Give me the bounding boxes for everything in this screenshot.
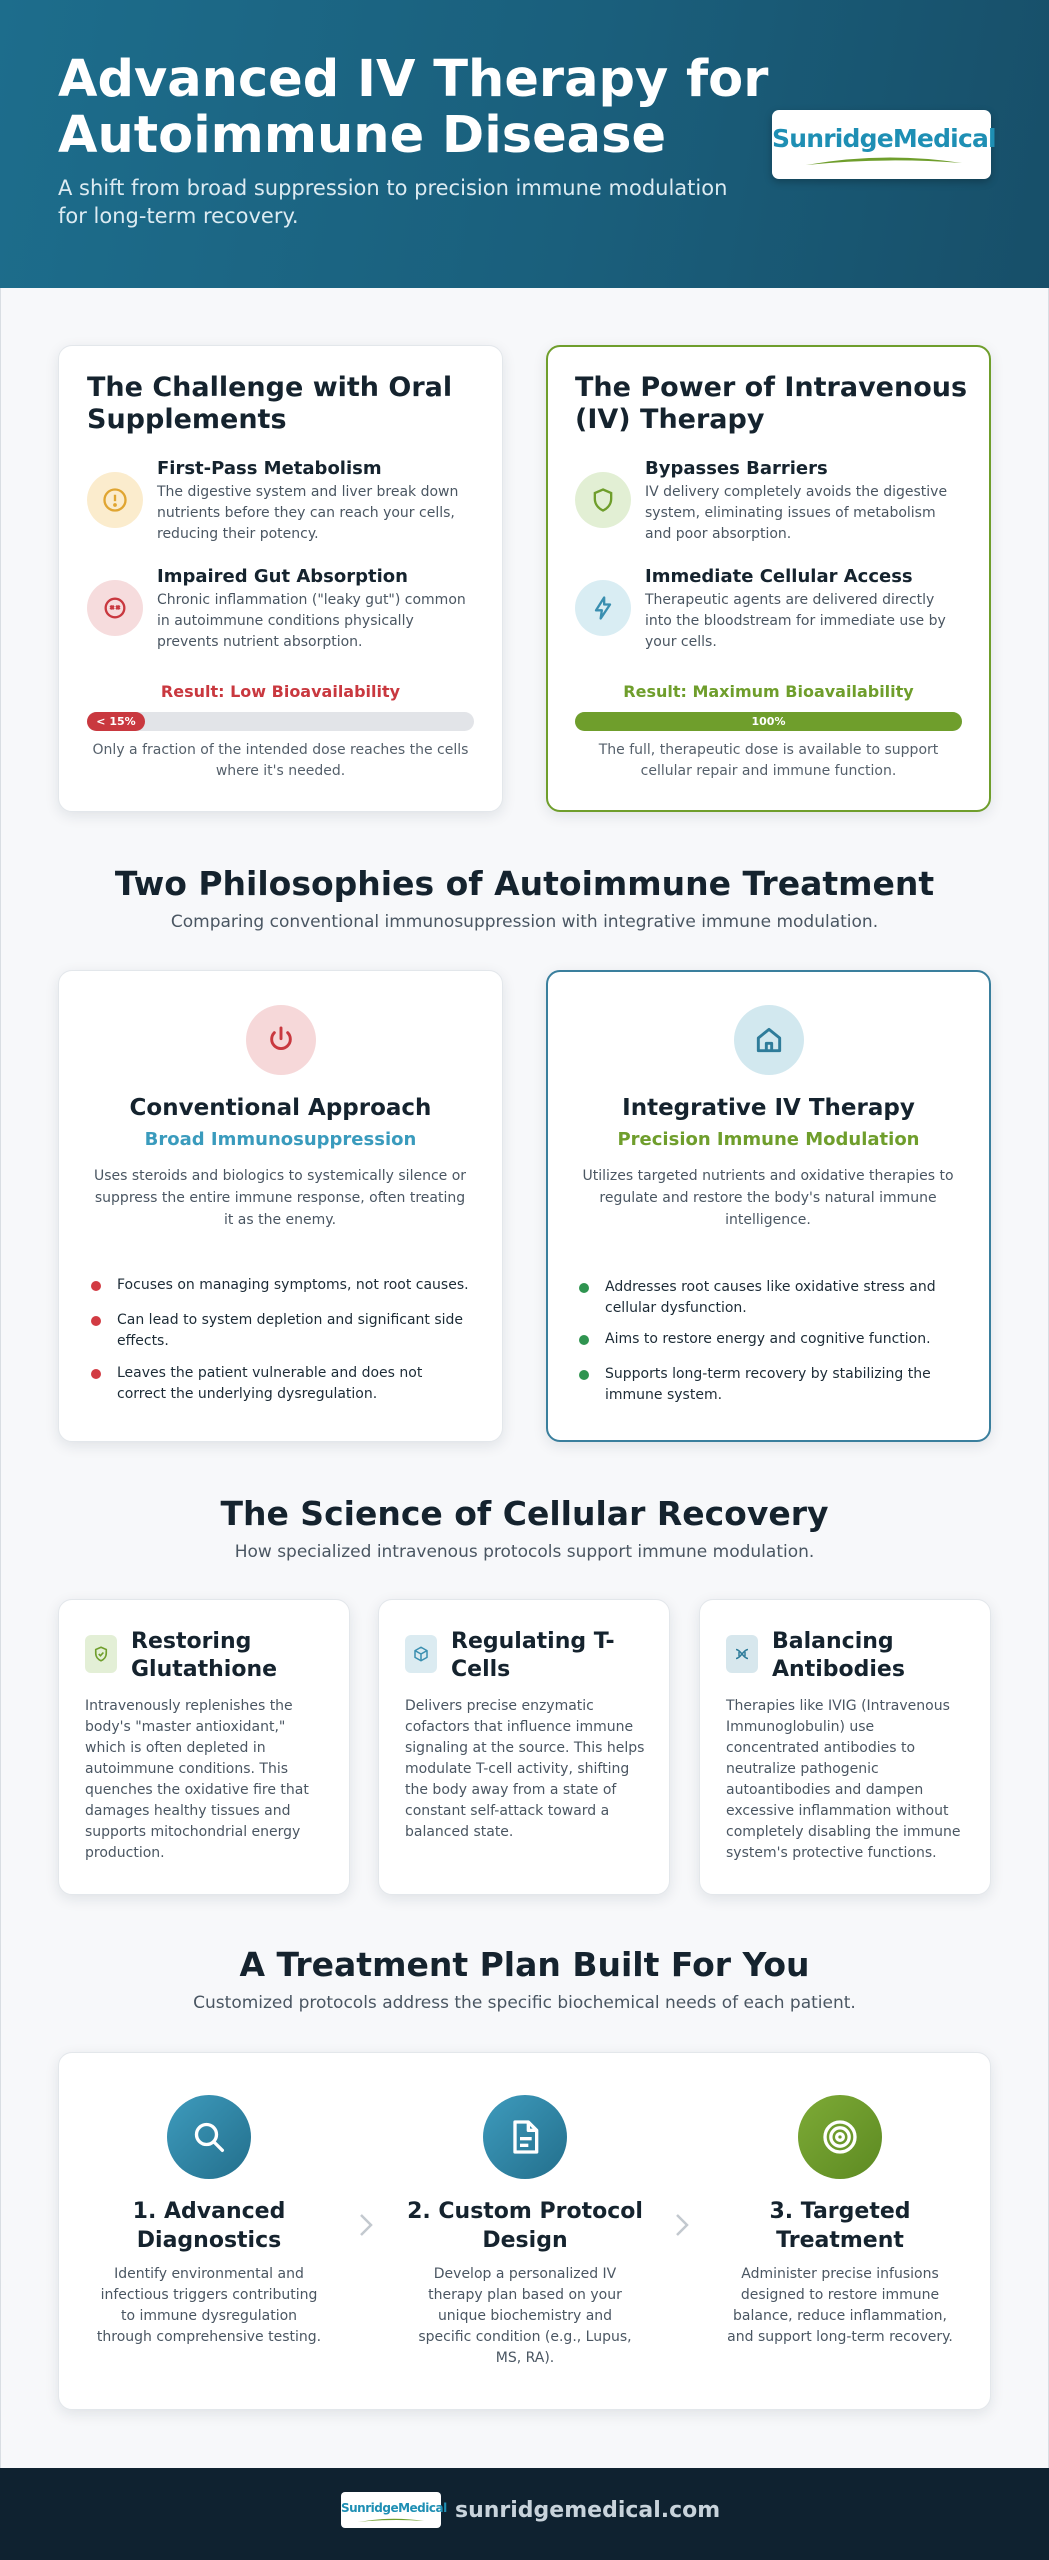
step-title: 2. Custom Protocol Design: [407, 2199, 643, 2253]
bullet-dot: [91, 1369, 101, 1379]
plan-title: A Treatment Plan Built For You: [239, 1945, 810, 1984]
bullet-text: Focuses on managing symptoms, not root c…: [117, 1277, 469, 1293]
philosophy-subtitle: Broad Immunosuppression: [144, 1129, 417, 1150]
page-subtitle: A shift from broad suppression to precis…: [58, 176, 728, 228]
bioavailability-bar-label: < 15%: [96, 715, 136, 728]
shield-icon: [575, 472, 631, 528]
search-icon: [167, 2095, 251, 2179]
brand-logo: SunridgeMedical: [772, 110, 997, 179]
science-card-antibodies: Balancing Antibodies Therapies like IVIG…: [699, 1599, 991, 1895]
feature-title: Immediate Cellular Access: [645, 566, 913, 587]
bullet-dot: [579, 1283, 589, 1293]
home-icon: [734, 1005, 804, 1075]
document-icon: [483, 2095, 567, 2179]
science-card-title: Restoring Glutathione: [131, 1629, 278, 1682]
result-note: Only a fraction of the intended dose rea…: [92, 742, 469, 779]
iv-therapy-card: The Power of Intravenous (IV) Therapy By…: [546, 345, 991, 812]
shield-check-icon: [85, 1635, 117, 1673]
science-card-glutathione: Restoring Glutathione Intravenously repl…: [58, 1599, 350, 1895]
science-card-title: Balancing Antibodies: [772, 1629, 905, 1682]
feature-text: IV delivery completely avoids the digest…: [645, 484, 948, 542]
treatment-plan-card: 1. Advanced Diagnostics Identify environ…: [58, 2052, 991, 2410]
bullet-text: Supports long-term recovery by stabilizi…: [605, 1366, 931, 1403]
bioavailability-bar-fill: 100%: [575, 712, 962, 731]
feature-text: Chronic inflammation ("leaky gut") commo…: [157, 592, 466, 650]
cube-icon: [405, 1635, 437, 1673]
step-title: 3. Targeted Treatment: [769, 2199, 911, 2253]
footer-website-link[interactable]: sunridgemedical.com: [455, 2498, 721, 2523]
step-text: Develop a personalized IV therapy plan b…: [418, 2266, 632, 2366]
bioavailability-bar-fill: < 15%: [87, 712, 145, 731]
bullet-dot: [579, 1370, 589, 1380]
hero-header: Advanced IV Therapy for Autoimmune Disea…: [0, 0, 1049, 288]
bullet-dot: [579, 1335, 589, 1345]
gut-icon: [87, 580, 143, 636]
logo-swoosh-icon: [806, 157, 962, 165]
philosophy-title: Integrative IV Therapy: [622, 1095, 915, 1121]
chevron-right-icon: [360, 2214, 373, 2236]
alert-circle-icon: [87, 472, 143, 528]
bioavailability-bar-label: 100%: [751, 715, 786, 728]
result-label: Result: Maximum Bioavailability: [623, 682, 914, 701]
step-title: 1. Advanced Diagnostics: [132, 2199, 286, 2253]
result-note: The full, therapeutic dose is available …: [598, 742, 939, 779]
feature-title: First-Pass Metabolism: [157, 458, 382, 479]
bullet-text: Addresses root causes like oxidative str…: [605, 1279, 936, 1316]
dna-icon: [726, 1635, 758, 1673]
feature-text: The digestive system and liver break dow…: [157, 484, 459, 542]
oral-card-title: The Challenge with Oral Supplements: [87, 372, 453, 435]
integrative-therapy-card: Integrative IV Therapy Precision Immune …: [546, 970, 991, 1442]
science-card-tcells: Regulating T-Cells Delivers precise enzy…: [378, 1599, 670, 1895]
page-title: Advanced IV Therapy for Autoimmune Disea…: [58, 50, 769, 165]
footer-logo-text: SunridgeMedical: [341, 2501, 447, 2515]
philosophy-text: Uses steroids and biologics to systemica…: [93, 1168, 467, 1228]
lightning-icon: [575, 580, 631, 636]
step-text: Administer precise infusions designed to…: [727, 2266, 953, 2345]
power-icon: [246, 1005, 316, 1075]
science-subtitle: How specialized intravenous protocols su…: [234, 1542, 815, 1562]
bullet-text: Can lead to system depletion and signifi…: [117, 1312, 464, 1349]
philosophies-subtitle: Comparing conventional immunosuppression…: [170, 912, 879, 932]
brand-logo-text: SunridgeMedical: [772, 124, 997, 153]
bullet-dot: [91, 1281, 101, 1291]
conventional-approach-card: Conventional Approach Broad Immunosuppre…: [58, 970, 503, 1442]
step-text: Identify environmental and infectious tr…: [96, 2266, 322, 2345]
philosophy-subtitle: Precision Immune Modulation: [617, 1129, 920, 1150]
science-card-title: Regulating T-Cells: [451, 1629, 615, 1682]
plan-subtitle: Customized protocols address the specifi…: [193, 1993, 856, 2013]
bioavailability-bar: 100%: [575, 712, 962, 731]
philosophies-title: Two Philosophies of Autoimmune Treatment: [114, 864, 935, 903]
bullet-text: Leaves the patient vulnerable and does n…: [117, 1365, 423, 1402]
philosophy-text: Utilizes targeted nutrients and oxidativ…: [582, 1168, 954, 1228]
target-icon: [798, 2095, 882, 2179]
bioavailability-bar: < 15%: [87, 712, 474, 731]
feature-text: Therapeutic agents are delivered directl…: [645, 592, 946, 650]
result-label: Result: Low Bioavailability: [160, 682, 401, 701]
footer: SunridgeMedical sunridgemedical.com: [0, 2468, 1049, 2560]
science-card-text: Therapies like IVIG (Intravenous Immunog…: [726, 1698, 961, 1861]
feature-title: Bypasses Barriers: [645, 458, 828, 479]
bullet-dot: [91, 1316, 101, 1326]
philosophy-title: Conventional Approach: [129, 1095, 432, 1121]
oral-supplements-card: The Challenge with Oral Supplements Firs…: [58, 345, 503, 812]
science-card-text: Delivers precise enzymatic cofactors tha…: [405, 1698, 645, 1840]
chevron-right-icon: [676, 2214, 689, 2236]
science-title: The Science of Cellular Recovery: [220, 1494, 829, 1533]
bullet-text: Aims to restore energy and cognitive fun…: [605, 1331, 931, 1347]
feature-title: Impaired Gut Absorption: [157, 566, 408, 587]
science-card-text: Intravenously replenishes the body's "ma…: [85, 1698, 309, 1861]
iv-card-title: The Power of Intravenous (IV) Therapy: [575, 372, 968, 435]
footer-logo: SunridgeMedical: [341, 2492, 447, 2528]
logo-swoosh-icon: [358, 2518, 424, 2522]
